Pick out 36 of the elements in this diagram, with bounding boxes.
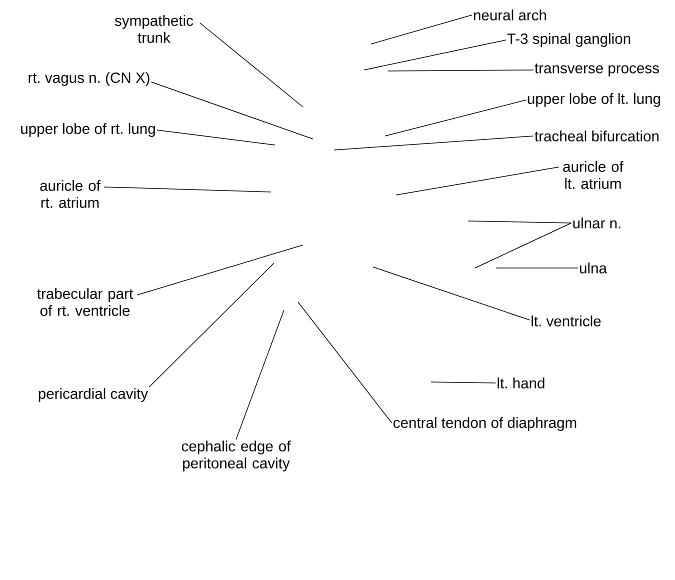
leader-line — [156, 130, 276, 146]
leader-line — [148, 262, 274, 388]
part-label: upper lobe of lt. lung — [528, 93, 660, 107]
part-label: neural arch — [474, 10, 546, 20]
part-label: ulnar n. — [573, 218, 620, 228]
part-label: pericardial cavity — [38, 388, 148, 402]
leader-line — [200, 22, 304, 108]
leader-line — [334, 136, 534, 150]
leader-line — [384, 100, 526, 136]
part-label: upper lobe of rt. lung — [21, 123, 155, 137]
leader-line — [372, 266, 530, 320]
part-label: tracheal bifurcation — [534, 130, 659, 142]
leader-line — [370, 14, 472, 44]
part-label: central tendon of diaphragm — [393, 417, 576, 431]
leader-line — [136, 244, 304, 296]
part-label: lt. ventricle — [532, 316, 601, 326]
leader-line — [468, 220, 572, 224]
part-label: T-3 spinal ganglion — [507, 33, 630, 47]
leader-line — [236, 310, 284, 440]
leader-line — [430, 382, 496, 384]
part-label: transverse process — [534, 64, 659, 76]
part-label: sympathetic trunk — [114, 15, 194, 43]
leader-line — [388, 70, 534, 72]
leader-line — [396, 166, 560, 196]
part-label: auricle of rt. atrium — [40, 180, 100, 208]
leader-line — [364, 40, 506, 70]
leader-line — [298, 302, 392, 424]
leader-line — [104, 186, 272, 192]
part-label: lt. hand — [498, 378, 544, 388]
part-label: rt. vagus n. (CN X) — [28, 72, 150, 86]
part-label: auricle of lt. atrium — [563, 161, 624, 189]
leader-line — [150, 82, 314, 140]
part-label: trabecular part of rt. ventricle — [37, 288, 133, 316]
part-label: cephalic edge of peritoneal cavity — [182, 440, 291, 472]
part-label: ulna — [580, 262, 607, 274]
leader-line — [474, 222, 572, 268]
